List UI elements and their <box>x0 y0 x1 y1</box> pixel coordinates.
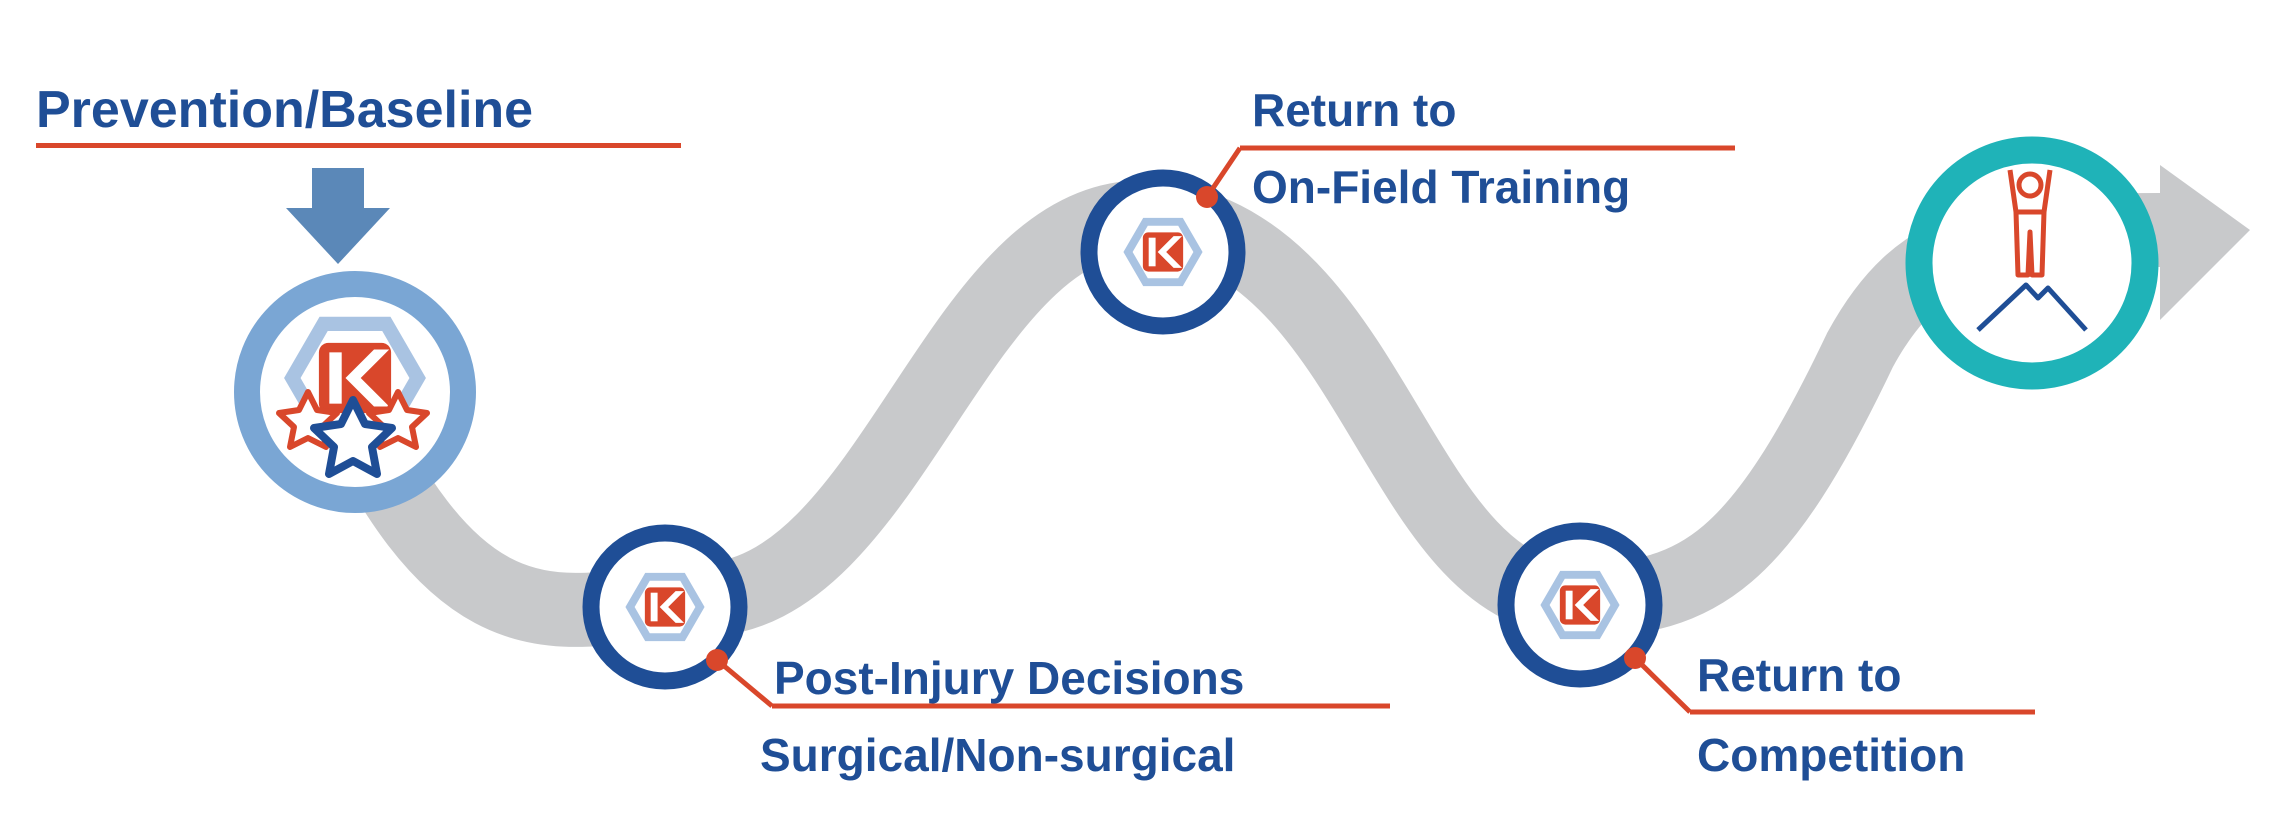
down-arrow-icon <box>286 168 390 264</box>
node-return-to-on-field-training <box>1080 145 1735 335</box>
stage-label-competition: Competition <box>1697 729 1966 781</box>
connector-dot <box>1196 186 1218 208</box>
stars-icon <box>276 389 430 478</box>
node-post-injury-decisions <box>582 524 1390 709</box>
stage-label-post-injury-decisions: Post-Injury Decisions <box>774 652 1245 704</box>
stage-label-return-to-competition-line1: Return to <box>1697 649 1902 701</box>
node-goal <box>1905 136 2159 390</box>
connector-dot <box>1624 647 1646 669</box>
pathway-arrowhead-icon <box>2160 165 2250 320</box>
stage-label-return-to-training-line1: Return to <box>1252 84 1457 136</box>
node-prevention-baseline <box>234 271 476 513</box>
stage-label-surgical-non-surgical: Surgical/Non-surgical <box>760 729 1236 781</box>
label-underline <box>36 143 681 148</box>
stage-label-prevention-baseline: Prevention/Baseline <box>36 81 534 139</box>
stage-label-on-field-training: On-Field Training <box>1252 161 1631 213</box>
node-return-to-competition <box>1497 522 2035 715</box>
connector-dot <box>706 649 728 671</box>
mountain-summit-icon <box>1976 169 2088 332</box>
